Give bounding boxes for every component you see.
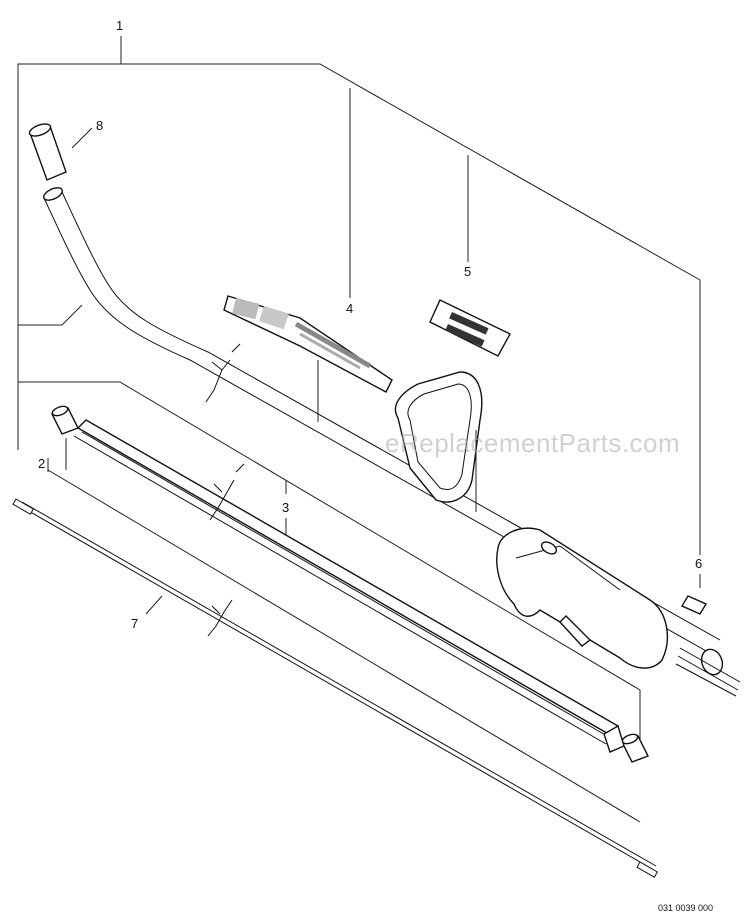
callout-7: 7 bbox=[131, 616, 138, 631]
grip-sleeve-part-8 bbox=[28, 123, 93, 181]
callout-4: 4 bbox=[346, 301, 353, 316]
watermark-text: eReplacementParts.com bbox=[385, 428, 681, 458]
drive-shaft-part-7 bbox=[12, 498, 659, 878]
callout-3: 3 bbox=[282, 500, 289, 515]
warning-label-part-4 bbox=[223, 295, 393, 422]
throttle-housing bbox=[496, 527, 741, 697]
drawing-number: 031 0039 000 bbox=[658, 903, 714, 913]
callout-1: 1 bbox=[116, 18, 123, 33]
sheath-bracket-leaders bbox=[17, 381, 641, 823]
assembly-bracket-leaders bbox=[17, 36, 701, 555]
main-shaft-part-1 bbox=[42, 187, 721, 653]
callout-2: 2 bbox=[38, 456, 45, 471]
callout-8: 8 bbox=[96, 118, 103, 133]
callout-5: 5 bbox=[464, 264, 471, 279]
sheath-part-3 bbox=[73, 419, 625, 753]
handle-loop bbox=[394, 371, 483, 512]
small-label-part-6 bbox=[680, 574, 708, 615]
callout-6: 6 bbox=[695, 556, 702, 571]
decal-part-5 bbox=[429, 299, 511, 357]
